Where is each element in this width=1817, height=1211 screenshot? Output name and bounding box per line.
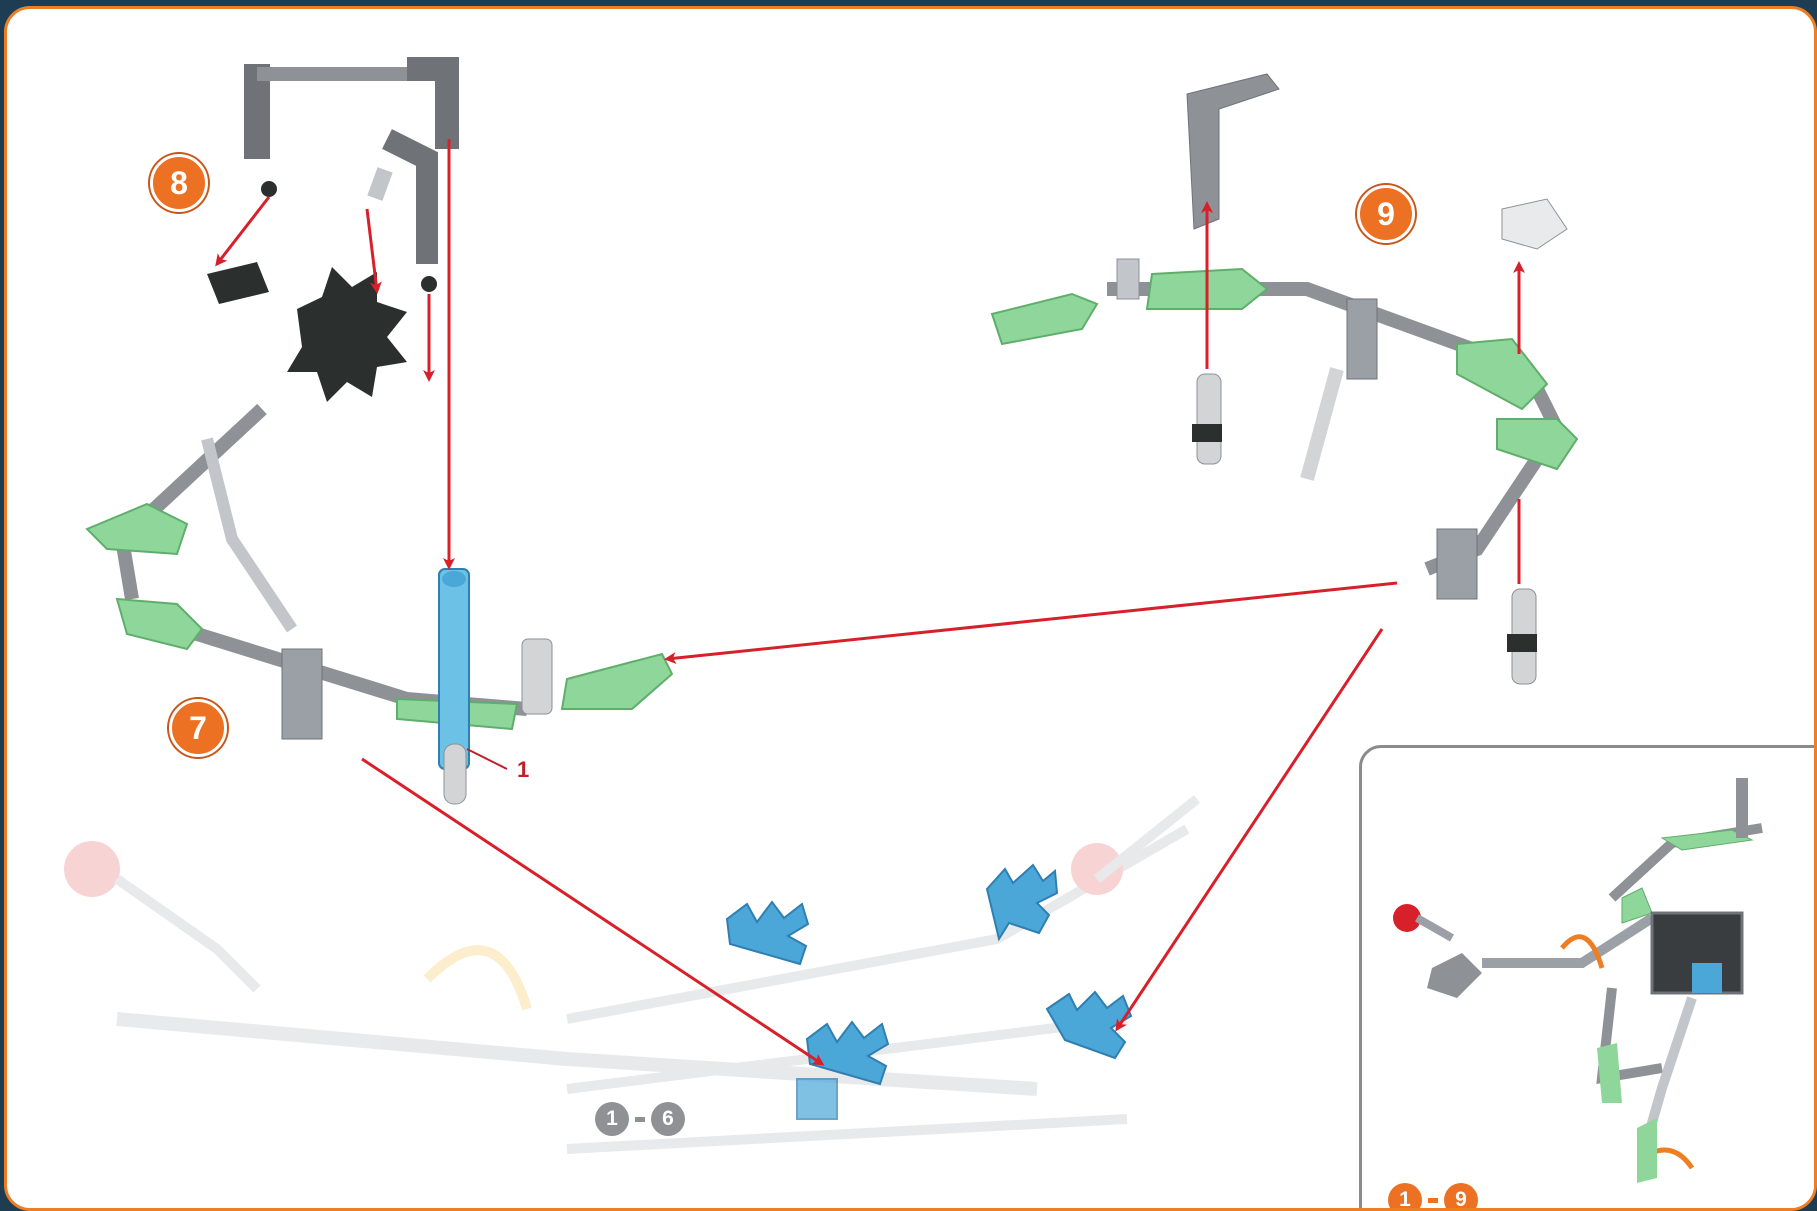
step-9-badge: 9 — [1357, 185, 1415, 243]
inset-model-drawing — [1362, 748, 1817, 1211]
step9-assembly — [992, 74, 1577, 684]
inset-steps-badge: 1 9 — [1388, 1183, 1478, 1211]
assembly-arrows — [217, 139, 1519, 1064]
completed-model-inset: 1 9 — [1359, 745, 1817, 1211]
blue-connector-left — [727, 902, 888, 1119]
part-count-callout: 1 — [517, 757, 529, 783]
arrow-9-to-7-green — [667, 583, 1397, 659]
step-8-badge: 8 — [150, 154, 208, 212]
arrow-8-to-clip — [217, 197, 269, 264]
previous-steps-badge: 1 6 — [595, 1102, 685, 1136]
step8-assembly — [207, 64, 447, 402]
previous-steps-from: 1 — [595, 1102, 629, 1136]
previous-steps-to: 6 — [651, 1102, 685, 1136]
faded-previous-model — [64, 799, 1197, 1149]
instruction-page: 7 8 9 1 1 6 1 9 — [4, 6, 1817, 1211]
range-dash — [1428, 1198, 1438, 1203]
inset-steps-from: 1 — [1388, 1183, 1422, 1211]
range-dash — [635, 1117, 645, 1122]
step-7-badge: 7 — [169, 699, 227, 757]
inset-steps-to: 9 — [1444, 1183, 1478, 1211]
